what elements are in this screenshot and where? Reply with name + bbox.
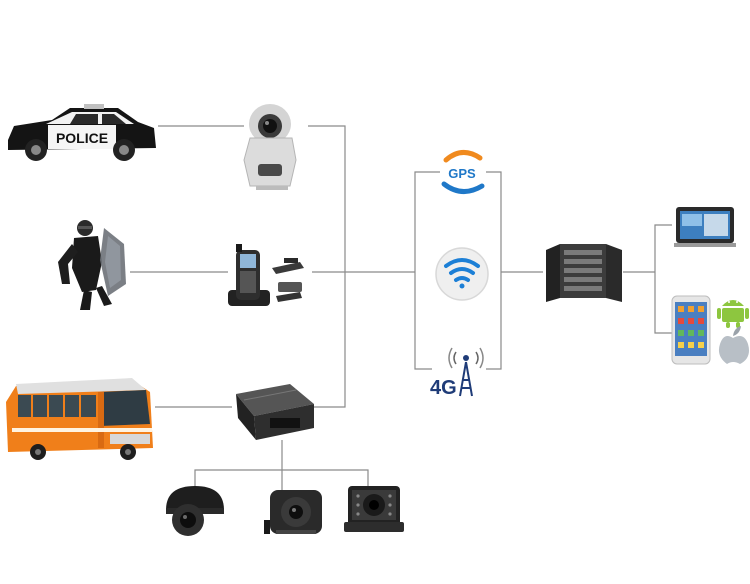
gps-label: GPS	[448, 166, 476, 181]
smartphone-icon	[671, 295, 711, 365]
connector-lines	[130, 125, 672, 490]
tablet-icon	[674, 207, 736, 247]
police-car-icon: POLICE	[8, 104, 156, 161]
dome-camera-icon	[166, 486, 224, 536]
4g-tower-icon: 4G	[430, 347, 484, 399]
ptz-camera-icon	[243, 104, 297, 190]
mobile-dvr-icon	[236, 384, 314, 440]
handheld-terminal-icon	[228, 244, 304, 306]
android-icon	[717, 300, 749, 328]
gps-icon: GPS	[441, 150, 485, 194]
network-label: 4G	[430, 377, 457, 399]
police-car-text: POLICE	[56, 130, 108, 146]
riot-police-icon	[58, 220, 126, 310]
rear-camera-icon	[344, 486, 404, 532]
server-icon	[546, 244, 622, 302]
side-camera-icon	[264, 490, 322, 534]
apple-icon	[718, 326, 749, 364]
bus-icon	[6, 378, 153, 460]
wifi-icon	[435, 247, 489, 301]
